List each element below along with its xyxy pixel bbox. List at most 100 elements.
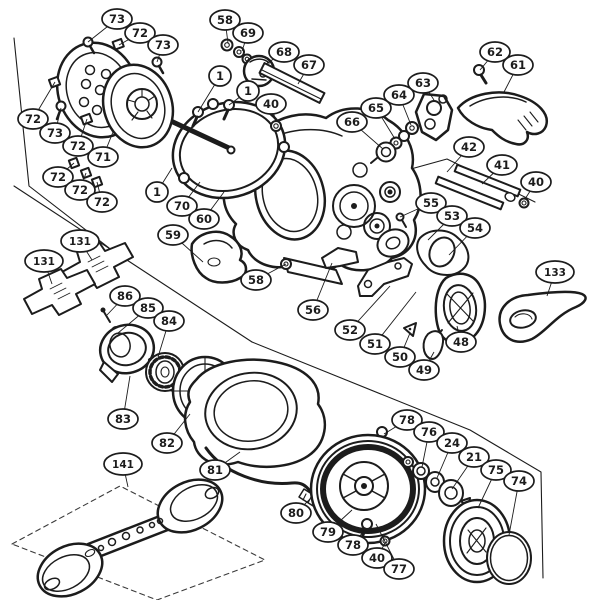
- svg-text:55: 55: [423, 196, 439, 210]
- part-number-label: 72: [42, 166, 74, 188]
- part-guide-rods: [434, 163, 530, 211]
- svg-text:73: 73: [155, 38, 171, 52]
- svg-text:51: 51: [367, 337, 383, 351]
- svg-text:40: 40: [369, 551, 385, 565]
- part-number-label: 86: [109, 285, 141, 307]
- part-cap-and-rod: [191, 38, 326, 132]
- svg-text:41: 41: [494, 158, 510, 172]
- part-number-label: 21: [458, 446, 490, 468]
- part-number-label: 78: [337, 534, 369, 556]
- svg-text:60: 60: [196, 212, 212, 226]
- svg-text:63: 63: [415, 76, 431, 90]
- svg-text:1: 1: [216, 69, 224, 83]
- handle-group-outline: [11, 485, 266, 600]
- part-number-labels: 7372737273727172727258696867114062616364…: [17, 8, 575, 580]
- part-number-label: 131: [60, 229, 100, 253]
- part-number-label: 53: [436, 205, 468, 227]
- part-number-label: 60: [188, 208, 220, 230]
- svg-text:83: 83: [115, 412, 131, 426]
- part-number-label: 49: [408, 359, 440, 381]
- svg-text:52: 52: [342, 323, 358, 337]
- svg-text:72: 72: [70, 139, 86, 153]
- part-spool-bottom: [309, 426, 427, 547]
- part-number-label: 133: [535, 260, 575, 284]
- part-number-label: 82: [151, 432, 183, 454]
- svg-text:81: 81: [207, 463, 223, 477]
- part-number-label: 42: [453, 136, 485, 158]
- svg-text:78: 78: [345, 538, 361, 552]
- svg-text:53: 53: [444, 209, 460, 223]
- svg-text:42: 42: [461, 140, 477, 154]
- part-number-label: 141: [103, 452, 143, 476]
- part-stickers: [23, 241, 134, 316]
- part-number-label: 58: [240, 269, 272, 291]
- part-number-label: 59: [157, 224, 189, 246]
- svg-text:61: 61: [510, 58, 526, 72]
- part-number-label: 81: [199, 459, 231, 481]
- part-tool-teardrop: [498, 290, 587, 343]
- part-number-label: 66: [336, 111, 368, 133]
- part-number-label: 78: [391, 409, 423, 431]
- part-number-label: 72: [17, 108, 49, 130]
- svg-text:72: 72: [50, 170, 66, 184]
- svg-text:70: 70: [174, 199, 190, 213]
- svg-text:79: 79: [320, 525, 336, 539]
- svg-text:82: 82: [159, 436, 175, 450]
- part-number-label: 69: [232, 22, 264, 44]
- svg-text:48: 48: [453, 335, 469, 349]
- svg-text:71: 71: [95, 150, 111, 164]
- svg-text:66: 66: [344, 115, 360, 129]
- part-number-label: 73: [39, 122, 71, 144]
- svg-text:64: 64: [391, 88, 407, 102]
- part-gear-cam-cluster: [280, 212, 470, 297]
- part-number-label: 55: [415, 192, 447, 214]
- part-number-label: 68: [268, 41, 300, 63]
- svg-text:74: 74: [511, 474, 527, 488]
- svg-text:58: 58: [217, 13, 233, 27]
- svg-text:84: 84: [161, 314, 177, 328]
- part-brake-shoe: [190, 230, 248, 284]
- part-number-label: 52: [334, 319, 366, 341]
- svg-text:76: 76: [421, 425, 437, 439]
- part-handle-assembly: [36, 478, 224, 598]
- part-number-label: 72: [124, 22, 156, 44]
- part-number-label: 79: [312, 521, 344, 543]
- svg-text:1: 1: [153, 185, 161, 199]
- svg-text:86: 86: [117, 289, 133, 303]
- part-number-label: 62: [479, 41, 511, 63]
- part-number-label: 72: [86, 191, 118, 213]
- svg-text:49: 49: [416, 363, 432, 377]
- svg-text:75: 75: [488, 463, 504, 477]
- part-number-label: 1: [236, 80, 260, 102]
- part-number-label: 40: [361, 547, 393, 569]
- svg-text:54: 54: [467, 221, 483, 235]
- part-number-label: 75: [480, 459, 512, 481]
- part-number-label: 51: [359, 333, 391, 355]
- part-number-label: 76: [413, 421, 445, 443]
- part-number-label: 41: [486, 154, 518, 176]
- svg-text:40: 40: [263, 97, 279, 111]
- part-number-label: 74: [503, 470, 535, 492]
- svg-text:1: 1: [244, 84, 252, 98]
- svg-text:65: 65: [368, 101, 384, 115]
- part-number-label: 84: [153, 310, 185, 332]
- svg-text:68: 68: [276, 45, 292, 59]
- part-clutch-cam-cluster: [370, 92, 454, 164]
- svg-text:50: 50: [392, 350, 408, 364]
- part-number-label: 85: [132, 297, 164, 319]
- svg-text:72: 72: [132, 26, 148, 40]
- svg-text:69: 69: [240, 26, 256, 40]
- svg-text:141: 141: [112, 459, 134, 471]
- part-number-label: 67: [293, 54, 325, 76]
- svg-text:85: 85: [140, 301, 156, 315]
- svg-text:24: 24: [444, 436, 460, 450]
- svg-text:56: 56: [305, 303, 321, 317]
- part-number-label: 48: [445, 331, 477, 353]
- part-number-label: 54: [459, 217, 491, 239]
- svg-text:77: 77: [391, 562, 407, 576]
- part-number-label: 83: [107, 408, 139, 430]
- svg-text:131: 131: [33, 256, 55, 268]
- part-number-label: 71: [87, 146, 119, 168]
- part-number-label: 64: [383, 84, 415, 106]
